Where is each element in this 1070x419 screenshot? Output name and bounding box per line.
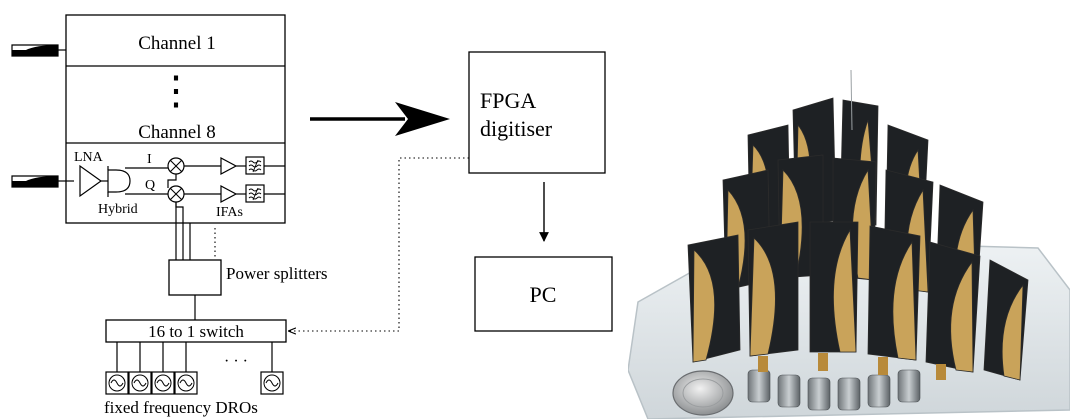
switch-box [105,319,287,343]
antenna-array-photo [628,70,1070,419]
fpga-label: FPGA [480,88,536,113]
ifa-q-amplifier-icon [220,185,238,203]
channel-ellipsis: ⋮ [156,68,196,113]
oscillator-icon [260,371,284,395]
lowpass-filter-i-icon [245,156,265,175]
switch-dots: · · · [224,353,248,370]
ifas-label: IFAs [216,205,243,220]
q-label: Q [145,178,155,193]
pc-box [474,256,613,332]
dros-label: fixed frequency DROs [104,398,258,417]
oscillator-icon [105,371,129,395]
coin-icon [672,370,734,416]
lna-label: LNA [74,150,104,165]
hybrid-label: Hybrid [98,202,138,217]
pc-label: PC [530,282,557,307]
oscillator-icon [174,371,198,395]
channel-1-label: Channel 1 [138,33,216,54]
oscillator-icon [151,371,175,395]
hybrid-coupler-icon [107,166,170,197]
digitiser-label: digitiser [480,116,553,141]
lowpass-filter-q-icon [245,184,265,203]
channel-8-label: Channel 8 [138,122,216,143]
mixer-i-icon [167,157,185,175]
i-label: I [147,152,152,167]
mixer-q-icon [167,185,185,203]
antenna-connector-icon [11,44,66,57]
ifa-i-amplifier-icon [220,157,238,175]
control-line [289,157,469,331]
antenna-connector-icon [11,175,74,188]
lo-feed-lines [167,174,191,260]
oscillator-icon [128,371,152,395]
lna-amplifier-icon [79,164,103,198]
switch-label: 16 to 1 switch [148,322,244,341]
power-splitters-label: Power splitters [226,264,328,283]
data-flow-arrow [310,102,450,136]
fpga-digitiser-box [468,51,606,174]
power-splitters-box [168,259,222,296]
